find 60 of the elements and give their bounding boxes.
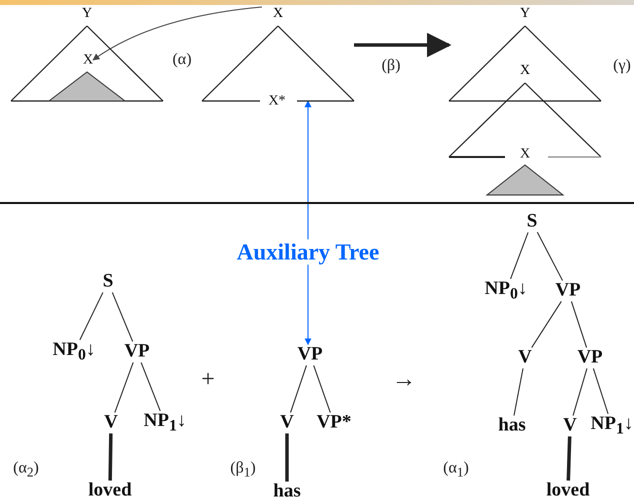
tree-node-label: S	[102, 272, 114, 292]
tree-branch	[536, 232, 564, 282]
tree-triangle	[11, 6, 163, 101]
tree-branch	[114, 362, 134, 414]
tree-node-label: X	[82, 52, 94, 68]
tree-branch	[108, 433, 113, 481]
node-label: Y	[520, 6, 530, 22]
tree-node-label: NP$_{0}$↓	[484, 278, 528, 304]
tree-name: (α$_{2}$)	[13, 459, 39, 481]
operator-symbol: →	[392, 366, 416, 394]
tree-node-label: VP	[555, 280, 581, 302]
tree-name: (α)	[172, 51, 192, 69]
tree-node-label: V	[280, 412, 294, 434]
tree-node-label: has	[273, 482, 301, 502]
tree-name: (α$_{1}$)	[443, 459, 469, 481]
arrow	[304, 264, 312, 346]
tree-node-label: VP	[577, 348, 603, 368]
tree-branch	[112, 292, 134, 342]
tree-node-label: NP$_{1}$↓	[144, 410, 186, 436]
tree-node-label: VP*	[316, 412, 352, 434]
tree-branch	[285, 433, 289, 482]
tree-node-label: S	[526, 212, 538, 232]
tree-name: (β)	[382, 57, 400, 75]
arrow	[304, 100, 312, 240]
node-label: X	[272, 6, 284, 22]
tree-node-label: V	[104, 412, 118, 434]
tree-branch	[531, 300, 562, 348]
node-label: X	[520, 63, 530, 79]
node-label: Y	[82, 6, 92, 22]
tree-node-label: X*	[268, 93, 286, 109]
arrow	[354, 32, 452, 58]
tree-node-label: X	[520, 146, 530, 162]
tree-branch	[79, 292, 104, 340]
tree-node-label: has	[498, 416, 526, 436]
tree-branch	[510, 232, 529, 280]
tree-node-label: NP$_{1}$↓	[590, 414, 634, 438]
curved-arrow	[92, 6, 262, 60]
tree-branch	[592, 368, 609, 414]
tree-node-label: loved	[546, 480, 590, 502]
tree-branch	[570, 300, 588, 348]
tree-node-label: NP$_{0}$↓	[52, 340, 96, 364]
tree-triangle	[449, 63, 601, 157]
tree-node-label: VP	[297, 344, 323, 366]
tree-node-label: V	[518, 348, 532, 368]
tree-name: (γ)	[613, 57, 631, 75]
tree-branch	[514, 368, 524, 416]
tree-branch	[290, 364, 307, 414]
subtree-triangle	[49, 72, 125, 101]
tree-branch	[313, 364, 331, 414]
subtree-triangle	[487, 165, 563, 195]
tree-node-label: loved	[88, 480, 132, 502]
tree-branch	[572, 368, 588, 416]
tree-branch	[566, 436, 572, 481]
callout-text: Auxiliary Tree	[236, 239, 380, 265]
tree-name: (β$_{1}$)	[230, 459, 256, 481]
tree-node-label: V	[563, 416, 577, 436]
tree-node-label: VP	[124, 342, 150, 362]
tree-branch	[140, 362, 161, 412]
tree-triangle	[449, 6, 601, 101]
operator-symbol: +	[201, 366, 215, 394]
